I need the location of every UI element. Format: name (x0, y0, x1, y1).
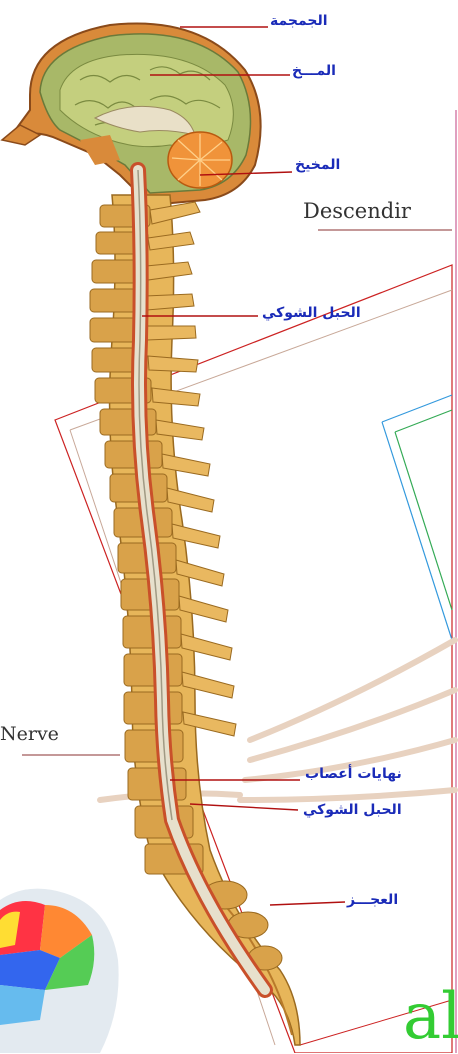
label-spinal-cord-lower: الحبل الشوكي (303, 803, 402, 817)
label-coccyx: العجـــز (347, 893, 398, 907)
background-text-descending: Descendir (303, 201, 411, 222)
label-skull: الجمجمة (270, 14, 328, 28)
cerebellum (168, 132, 232, 188)
label-cerebellum: المخيخ (295, 158, 340, 172)
watermark-text: al (403, 985, 458, 1049)
label-spinal-cord-upper: الحبل الشوكي (262, 306, 361, 320)
brain-icon (0, 889, 119, 1053)
background-text-nerve: Nerve (0, 725, 59, 744)
label-nerve-endings: نهايات أعصاب (305, 767, 402, 781)
label-brain: المـــخ (292, 64, 336, 78)
vertebral-column (90, 195, 300, 1045)
